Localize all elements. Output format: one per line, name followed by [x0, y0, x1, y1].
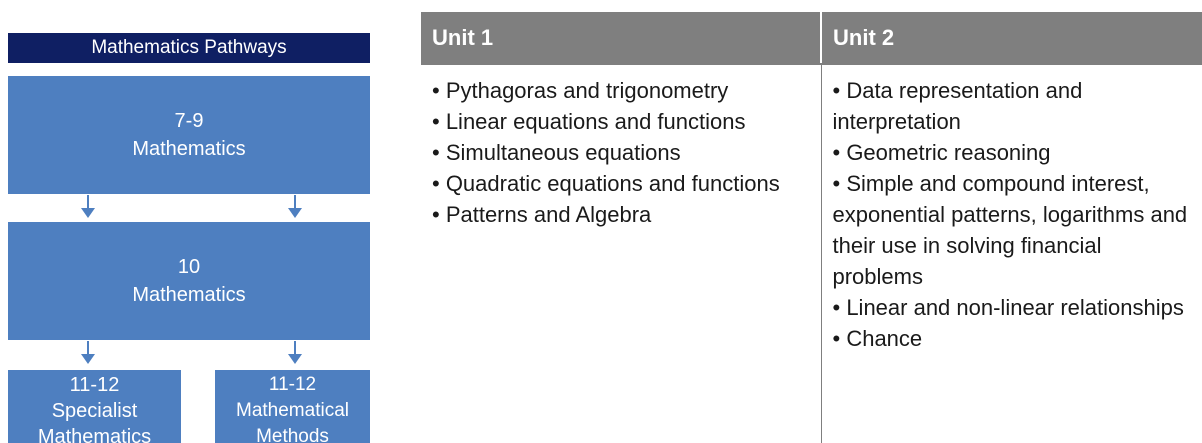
pathway-box-specialist-line3: Mathematics	[37, 426, 152, 443]
unit-1-topic: • Quadratic equations and functions	[432, 171, 780, 196]
pathway-box-7-9: 7-9 Mathematics	[8, 76, 370, 194]
unit-2-topic: • Linear and non-linear relationships	[832, 295, 1184, 320]
pathway-box-specialist-level: 11-12	[69, 374, 120, 396]
pathway-box-7-9-level: 7-9	[174, 110, 204, 132]
pathway-box-methods-line2: Mathematical	[236, 400, 349, 421]
unit-2-topics: • Data representation and interpretation…	[820, 63, 1202, 443]
arrow-down-icon	[81, 341, 95, 365]
unit-2-topic: • Chance	[832, 326, 923, 351]
pathway-box-10-level: 10	[177, 256, 201, 278]
units-table-header-row: Unit 1 Unit 2	[421, 12, 1202, 63]
pathway-box-mathematical-methods: 11-12 Mathematical Methods	[215, 370, 370, 443]
units-table: Unit 1 Unit 2 • Pythagoras and trigonome…	[421, 12, 1202, 443]
mathematics-pathways-header: Mathematics Pathways	[8, 33, 370, 63]
pathway-box-10: 10 Mathematics	[8, 222, 370, 340]
arrow-down-icon	[288, 341, 302, 365]
pathways-header-label: Mathematics Pathways	[91, 37, 287, 58]
unit-1-topic: • Pythagoras and trigonometry	[432, 78, 729, 103]
pathway-box-methods-level: 11-12	[268, 374, 317, 395]
pathway-box-10-subject: Mathematics	[132, 284, 246, 306]
arrow-down-icon	[81, 195, 95, 219]
unit-1-topic: • Patterns and Algebra	[432, 202, 652, 227]
unit-1-topic: • Simultaneous equations	[432, 140, 681, 165]
units-table-row: • Pythagoras and trigonometry • Linear e…	[421, 63, 1202, 443]
unit-1-topic: • Linear equations and functions	[432, 109, 746, 134]
pathway-box-methods-line3: Methods	[256, 426, 329, 443]
unit-1-topics: • Pythagoras and trigonometry • Linear e…	[421, 63, 821, 443]
unit-2-topic: • Data representation and interpretation	[832, 78, 1083, 134]
pathway-box-specialist-mathematics: 11-12 Specialist Mathematics	[8, 370, 181, 443]
pathway-box-7-9-subject: Mathematics	[132, 138, 246, 160]
arrow-down-icon	[288, 195, 302, 219]
unit-1-header: Unit 1	[421, 12, 821, 63]
unit-2-topic: • Geometric reasoning	[832, 140, 1051, 165]
units-header-divider	[421, 63, 1202, 65]
unit-2-topic: • Simple and compound interest, exponent…	[832, 171, 1188, 289]
pathway-box-specialist-line2: Specialist	[51, 400, 138, 422]
unit-2-header: Unit 2	[820, 12, 1202, 63]
